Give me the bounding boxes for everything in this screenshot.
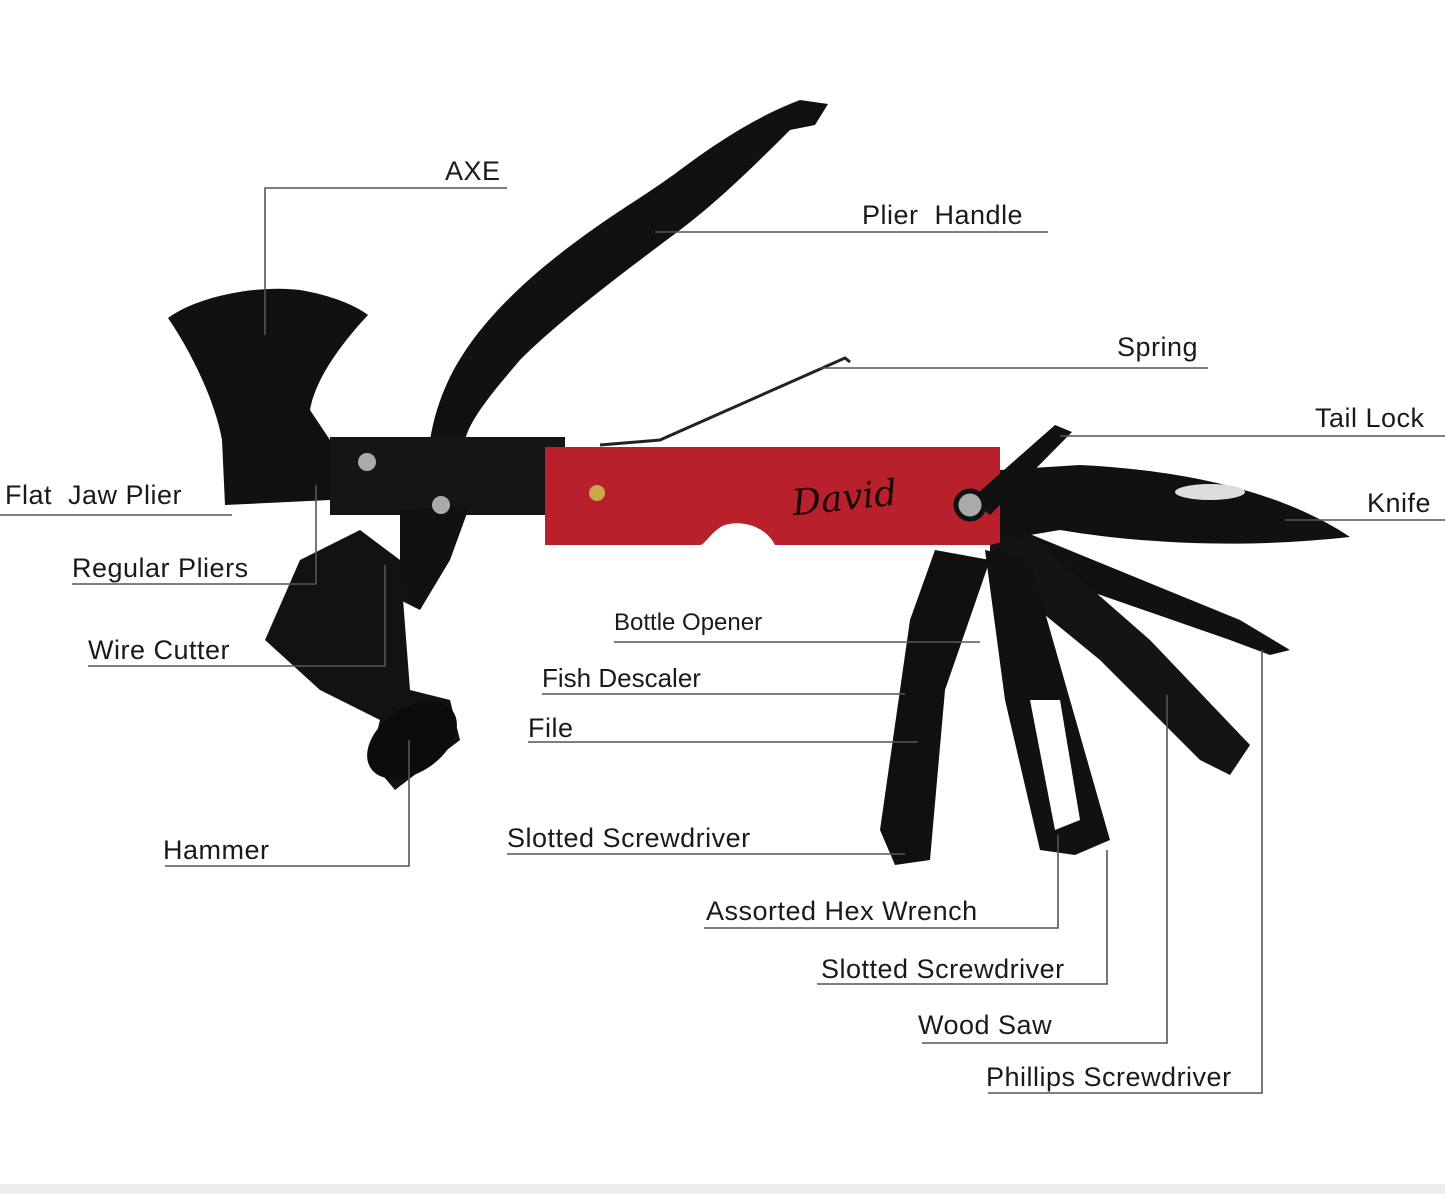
knife-thumb-hole <box>1175 484 1245 500</box>
label-assorted-hex-wrench: Assorted Hex Wrench <box>706 896 978 926</box>
screw <box>589 485 605 501</box>
label-tail-lock: Tail Lock <box>1315 403 1425 433</box>
spring <box>599 356 851 447</box>
label-axe: AXE <box>445 156 501 186</box>
label-flat-jaw-plier: Flat Jaw Plier <box>5 480 183 510</box>
pivot-screw <box>953 488 987 522</box>
label-knife: Knife <box>1367 488 1432 518</box>
plier-handle <box>430 100 828 440</box>
label-wire-cutter: Wire Cutter <box>88 635 231 665</box>
axe-head <box>168 288 368 505</box>
label-spring: Spring <box>1117 332 1199 362</box>
knife-blade <box>1000 465 1350 544</box>
label-slotted-screwdriver-2: Slotted Screwdriver <box>821 954 1065 984</box>
leader-lines <box>0 187 1445 1094</box>
label-regular-pliers: Regular Pliers <box>72 553 249 583</box>
hammer-face <box>367 701 457 779</box>
label-file: File <box>528 713 574 743</box>
bottom-edge <box>0 1184 1445 1194</box>
red-handle <box>545 447 1000 545</box>
plier-jaw <box>400 505 470 610</box>
phillips-screwdriver <box>1000 530 1290 655</box>
screw <box>358 453 376 471</box>
screw <box>432 496 450 514</box>
label-wood-saw: Wood Saw <box>918 1010 1053 1040</box>
label-fish-descaler: Fish Descaler <box>542 663 701 693</box>
label-plier-handle: Plier Handle <box>862 200 1024 230</box>
hex-wrench-hole <box>1030 700 1080 830</box>
label-slotted-screwdriver-1: Slotted Screwdriver <box>507 823 751 853</box>
wood-saw <box>990 535 1250 775</box>
label-hammer: Hammer <box>163 835 270 865</box>
label-phillips-screwdriver: Phillips Screwdriver <box>986 1062 1232 1092</box>
label-bottle-opener: Bottle Opener <box>614 609 763 636</box>
file-tool <box>880 550 990 865</box>
